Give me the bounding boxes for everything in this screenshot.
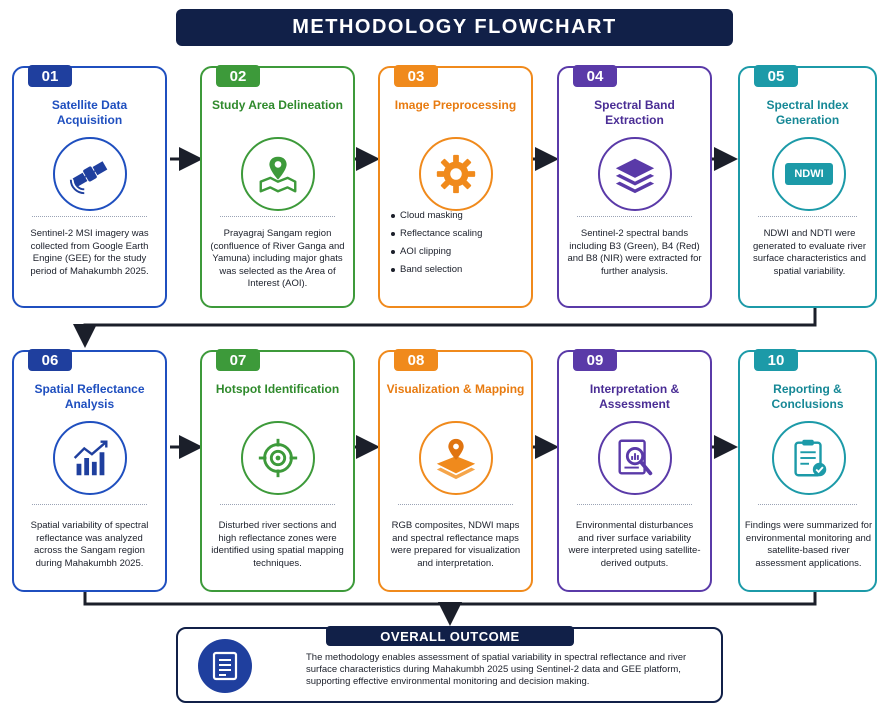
step-title: Study Area Delineation (212, 98, 343, 112)
card-divider (577, 504, 692, 505)
icon-circle (241, 137, 315, 211)
card-divider (32, 216, 147, 217)
card-divider (577, 216, 692, 217)
step-title: Interpretation & Assessment (589, 382, 680, 411)
map-pin-icon (259, 156, 297, 193)
icon-circle (598, 421, 672, 495)
step-card-02: 02 Study Area Delineation Prayagraj Sang… (200, 65, 355, 308)
icon-circle (772, 421, 846, 495)
gear-icon (436, 154, 476, 194)
arrow-05-06 (73, 305, 817, 348)
icon-circle (53, 421, 127, 495)
step-number: 08 (394, 349, 438, 371)
step-bullet-list: Cloud masking Reflectance scaling AOI cl… (390, 210, 525, 282)
step-description: NDWI and NDTI were generated to evaluate… (752, 228, 867, 277)
step-title: Spectral Index Generation (766, 98, 849, 127)
step-description: Sentinel-2 MSI imagery was collected fro… (30, 228, 149, 277)
card-divider (758, 216, 857, 217)
step-title: Satellite Data Acquisition (51, 98, 128, 127)
step-title: Reporting & Conclusions (771, 382, 844, 411)
step-description: Findings were summarized for environment… (744, 520, 873, 569)
report-search-icon (618, 439, 653, 476)
step-number: 06 (28, 349, 72, 371)
card-divider (398, 504, 513, 505)
step-number: 02 (216, 65, 260, 87)
step-number: 03 (394, 65, 438, 87)
step-title: Spatial Reflectance Analysis (34, 382, 145, 411)
step-number: 01 (28, 65, 72, 87)
card-divider (220, 504, 335, 505)
step-description: Environmental disturbances and river sur… (568, 520, 701, 569)
step-card-07: 07 Hotspot Identification Disturbed rive… (200, 349, 355, 592)
outcome-icon-circle (198, 639, 252, 693)
clipboard-check-icon (794, 439, 827, 477)
step-number: 04 (573, 65, 617, 87)
icon-circle (598, 137, 672, 211)
outcome-title: OVERALL OUTCOME (326, 626, 574, 646)
step-card-04: 04 Spectral Band Extraction Sentinel-2 s… (557, 65, 712, 308)
card-divider (32, 504, 147, 505)
step-card-05: 05 Spectral Index Generation NDWI NDWI a… (738, 65, 877, 308)
document-icon (212, 651, 238, 681)
step-number: 05 (754, 65, 798, 87)
step-title: Image Preprocessing (394, 98, 517, 112)
icon-circle (419, 137, 493, 211)
step-number: 09 (573, 349, 617, 371)
step-description: RGB composites, NDWI maps and spectral r… (390, 520, 521, 569)
flowchart-title-bar: METHODOLOGY FLOWCHART (176, 9, 733, 46)
step-description: Prayagraj Sangam region (confluence of R… (210, 228, 345, 289)
icon-circle (241, 421, 315, 495)
step-title: Hotspot Identification (215, 382, 340, 396)
icon-circle (53, 137, 127, 211)
step-description: Sentinel-2 spectral bands including B3 (… (567, 228, 702, 277)
layers-icon (615, 158, 655, 194)
card-divider (758, 504, 857, 505)
bullet-item: Cloud masking (390, 210, 525, 222)
step-number: 07 (216, 349, 260, 371)
step-card-09: 09 Interpretation & Assessment Environme… (557, 349, 712, 592)
step-card-10: 10 Reporting & Conclusions Findings were… (738, 349, 877, 592)
bullet-item: Band selection (390, 264, 525, 276)
step-card-06: 06 Spatial Reflectance Analysis Spatial … (12, 349, 167, 592)
step-card-03: 03 Image Preprocessing Cloud masking Ref… (378, 65, 533, 308)
step-description: Disturbed river sections and high reflec… (211, 520, 344, 569)
chart-icon (73, 440, 108, 476)
flowchart-title: METHODOLOGY FLOWCHART (292, 16, 617, 38)
step-card-01: 01 Satellite Data Acquisition Sentinel-2… (12, 65, 167, 308)
step-number: 10 (754, 349, 798, 371)
step-title: Visualization & Mapping (386, 382, 525, 396)
bullet-item: Reflectance scaling (390, 228, 525, 240)
ndwi-icon: NDWI (785, 163, 833, 185)
bullet-item: AOI clipping (390, 246, 525, 258)
satellite-icon (69, 161, 108, 195)
card-divider (220, 216, 335, 217)
target-icon (258, 438, 298, 478)
outcome-text: The methodology enables assessment of sp… (306, 652, 687, 687)
overall-outcome-box: OVERALL OUTCOME The methodology enables … (176, 626, 723, 703)
icon-circle (419, 421, 493, 495)
arrow-to-outcome (83, 591, 817, 606)
step-title: Spectral Band Extraction (594, 98, 675, 127)
step-description: Spatial variability of spectral reflecta… (30, 520, 149, 569)
map-layers-icon (436, 438, 476, 480)
step-card-08: 08 Visualization & Mapping RGB composite… (378, 349, 533, 592)
ndwi-icon-label: NDWI (794, 168, 824, 180)
icon-circle: NDWI (772, 137, 846, 211)
